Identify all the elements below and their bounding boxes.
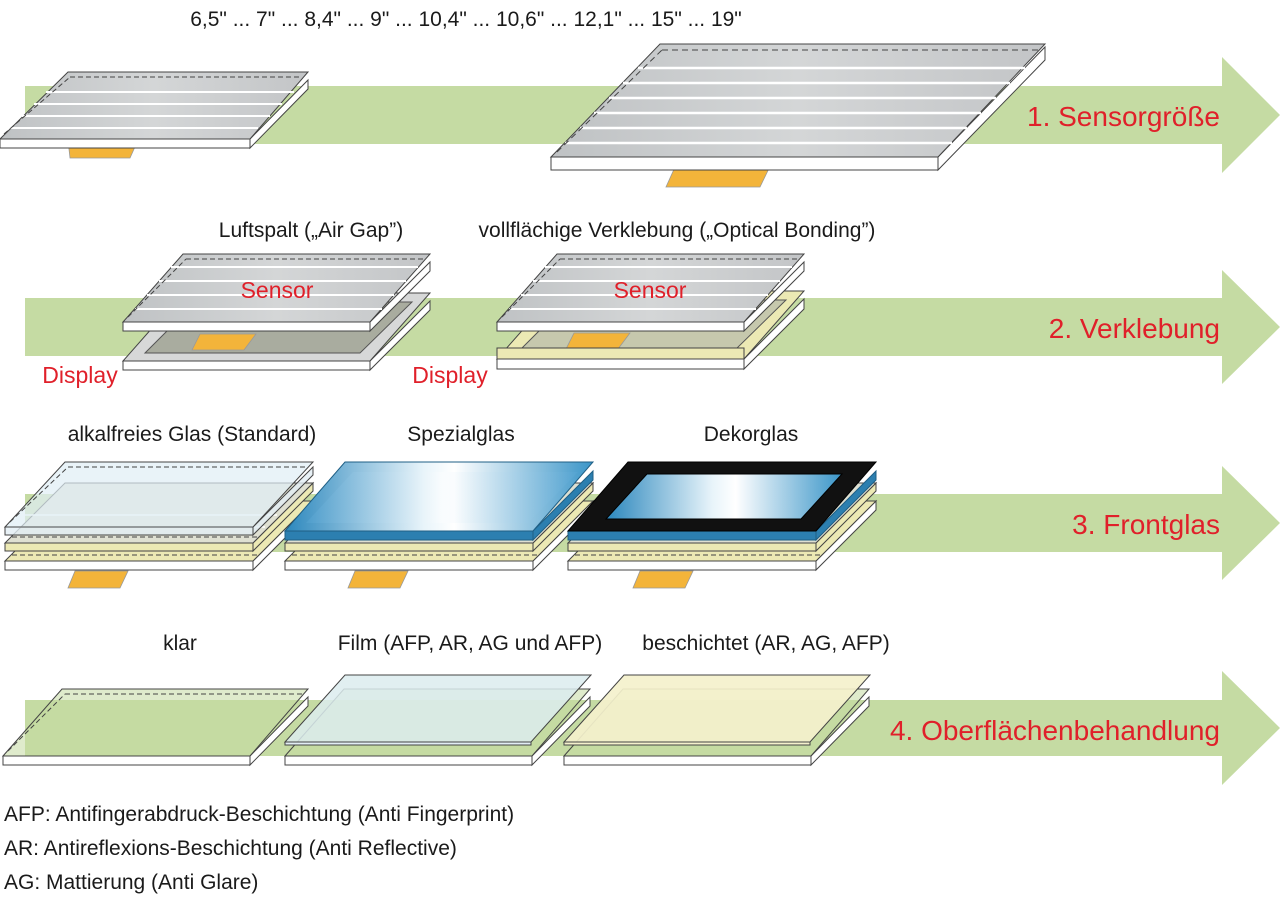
glass-stack-standard: [3, 461, 315, 589]
surface-clear-glass: [1, 688, 310, 767]
stage-label-1: 1. Sensorgröße: [1027, 101, 1220, 132]
optical-sensor-label: Sensor: [614, 277, 687, 303]
stage-label-2: 2. Verklebung: [1049, 313, 1220, 344]
glass-standard-title: alkalfreies Glas (Standard): [68, 423, 317, 446]
surface-coated-glass: [562, 674, 872, 767]
surface-film-glass: [283, 674, 593, 767]
optical-display-label: Display: [412, 362, 488, 388]
optical-sensor: [495, 253, 806, 333]
air-gap-display-label: Display: [42, 362, 118, 388]
glass-stack-decor: [566, 461, 878, 589]
sizes-label: 6,5" ... 7" ... 8,4" ... 9" ... 10,4" ..…: [190, 8, 742, 31]
legend-item-afp: AFP: Antifingerabdruck-Beschichtung (Ant…: [4, 803, 515, 826]
small-sensor: [0, 71, 310, 159]
air-gap-title: Luftspalt („Air Gap”): [219, 219, 403, 242]
air-gap-sensor: [121, 253, 432, 333]
optical-bonding-title: vollflächige Verklebung („Optical Bondin…: [479, 219, 876, 242]
air-gap-sensor-label: Sensor: [241, 277, 314, 303]
stage-label-3: 3. Frontglas: [1072, 509, 1220, 540]
surface-coated-title: beschichtet (AR, AG, AFP): [642, 632, 889, 655]
legend-item-ag: AG: Mattierung (Anti Glare): [4, 871, 259, 894]
glass-stack-special: [283, 461, 595, 589]
stage-label-4: 4. Oberflächenbehandlung: [890, 715, 1220, 746]
glass-special-title: Spezialglas: [407, 423, 514, 446]
surface-clear-title: klar: [163, 632, 197, 655]
abbreviation-legend: AFP: Antifingerabdruck-Beschichtung (Ant…: [4, 798, 514, 900]
surface-film-title: Film (AFP, AR, AG und AFP): [338, 632, 603, 655]
glass-decor-title: Dekorglas: [704, 423, 799, 446]
large-sensor: [549, 43, 1047, 188]
legend-item-ar: AR: Antireflexions-Beschichtung (Anti Re…: [4, 837, 457, 860]
